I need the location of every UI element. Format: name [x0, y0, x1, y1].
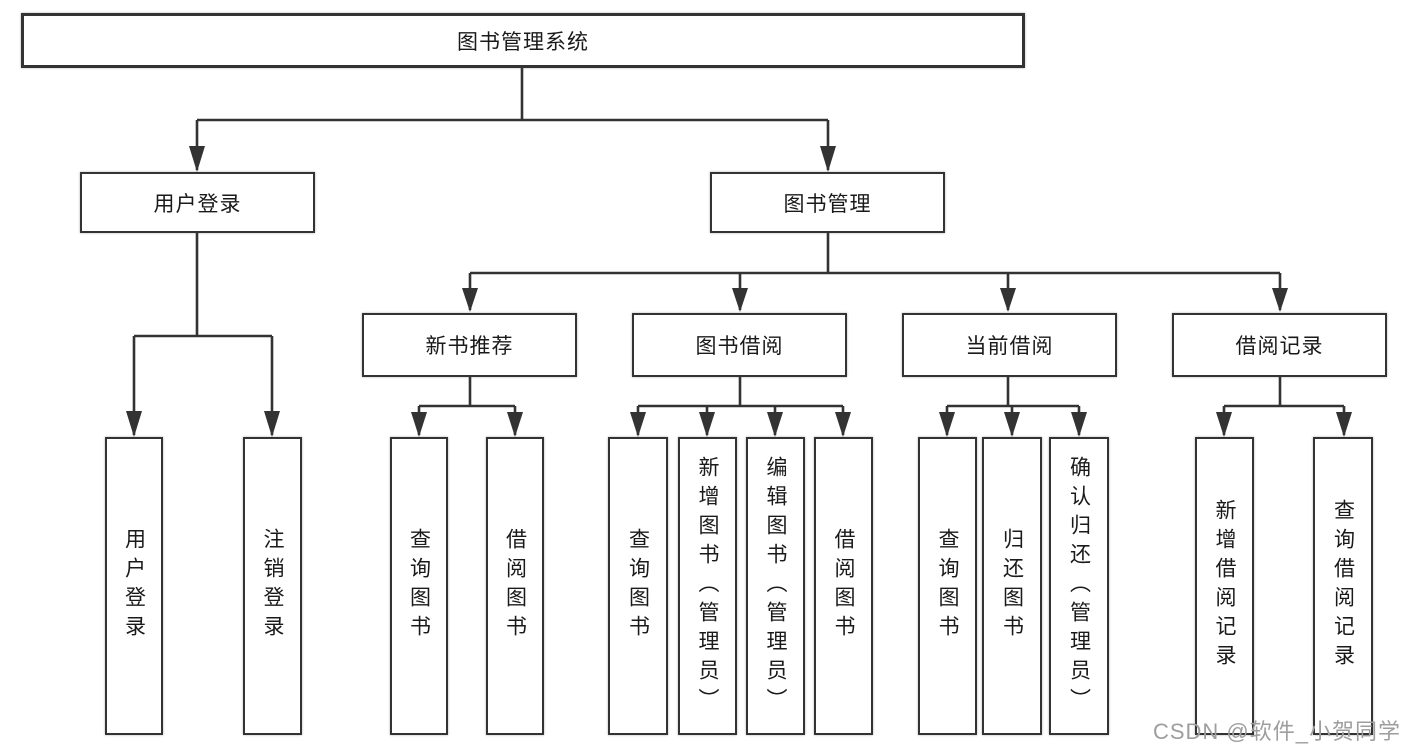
leaf-query-books-current: 查询图书 [918, 437, 977, 735]
node-new-book-recommend-label: 新书推荐 [425, 335, 514, 358]
node-book-management: 图书管理 [710, 172, 945, 233]
node-book-borrow: 图书借阅 [632, 313, 847, 377]
csdn-watermark: CSDN @软件_小贺同学 [1152, 719, 1401, 744]
leaf-borrow-books: 借阅图书 [814, 437, 873, 735]
leaf-query-books-borrow: 查询图书 [608, 437, 668, 735]
connector-borrow-records-children [1216, 377, 1352, 437]
leaf-query-books-current-label: 查询图书 [936, 528, 959, 644]
leaf-query-borrow-record-label: 查询借阅记录 [1331, 499, 1355, 673]
leaf-query-borrow-record: 查询借阅记录 [1313, 437, 1373, 735]
node-borrow-records: 借阅记录 [1172, 313, 1387, 377]
leaf-user-login: 用户登录 [105, 437, 163, 735]
connector-book-management-children [462, 233, 1288, 312]
connector-current-borrow-children [939, 377, 1087, 437]
connector-user-login-children [126, 233, 280, 437]
connector-book-borrow-children [630, 377, 851, 437]
node-user-login: 用户登录 [80, 172, 315, 233]
leaf-borrow-books-label: 借阅图书 [832, 528, 855, 644]
node-user-login-label: 用户登录 [153, 192, 242, 216]
leaf-logout: 注销登录 [243, 437, 302, 735]
leaf-logout-label: 注销登录 [261, 528, 284, 644]
leaf-return-books: 归还图书 [982, 437, 1042, 735]
leaf-confirm-return-admin-label: 确认归还（管理员） [1067, 455, 1091, 717]
leaf-add-borrow-record-label: 新增借阅记录 [1213, 499, 1236, 673]
leaf-edit-book-admin-label: 编辑图书（管理员） [764, 455, 787, 717]
leaf-user-login-label: 用户登录 [122, 528, 146, 644]
leaf-query-books-recommend: 查询图书 [390, 437, 448, 735]
leaf-add-borrow-record: 新增借阅记录 [1195, 437, 1254, 735]
leaf-edit-book-admin: 编辑图书（管理员） [746, 437, 805, 735]
connector-root-to-level2 [189, 68, 836, 172]
node-root-system: 图书管理系统 [21, 13, 1025, 68]
leaf-query-books-recommend-label: 查询图书 [407, 528, 431, 644]
leaf-return-books-label: 归还图书 [1000, 528, 1024, 644]
node-book-management-label: 图书管理 [783, 192, 872, 216]
leaf-add-book-admin: 新增图书（管理员） [678, 437, 737, 735]
node-borrow-records-label: 借阅记录 [1235, 335, 1324, 358]
node-current-borrow: 当前借阅 [902, 313, 1117, 377]
node-current-borrow-label: 当前借阅 [965, 335, 1054, 358]
connector-new-book-children [411, 377, 523, 437]
node-book-borrow-label: 图书借阅 [695, 335, 784, 358]
leaf-borrow-books-recommend: 借阅图书 [486, 437, 544, 735]
leaf-query-books-borrow-label: 查询图书 [626, 528, 650, 644]
leaf-confirm-return-admin: 确认归还（管理员） [1049, 437, 1109, 735]
leaf-borrow-books-recommend-label: 借阅图书 [503, 528, 527, 644]
node-root-system-label: 图书管理系统 [457, 30, 589, 54]
node-new-book-recommend: 新书推荐 [362, 313, 577, 377]
leaf-add-book-admin-label: 新增图书（管理员） [696, 455, 719, 717]
